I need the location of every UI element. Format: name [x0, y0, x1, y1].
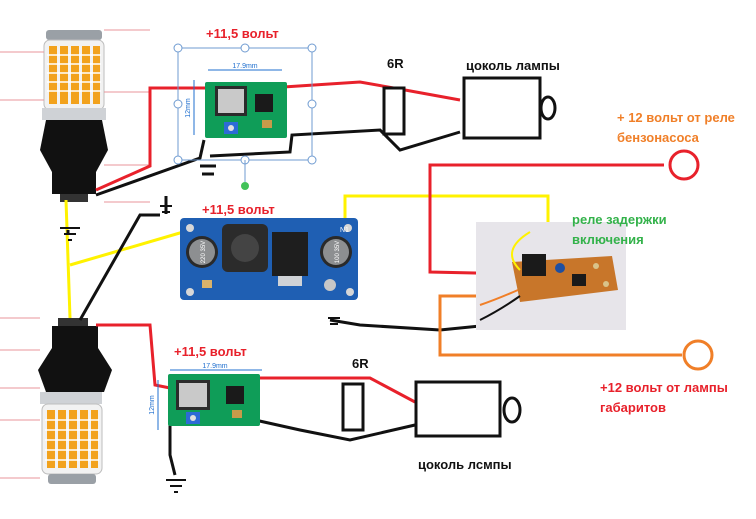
fuel-pump-label-line2: бензонасоса	[617, 130, 699, 145]
voltage-label-bottom: +11,5 вольт	[174, 344, 247, 359]
lamp-socket-bottom	[414, 380, 522, 438]
dimension-bottom-side: 12mm	[149, 395, 156, 415]
voltage-label-middle: +11,5 вольт	[202, 202, 275, 217]
wires-red	[95, 80, 664, 404]
fuel-pump-label-line1: + 12 вольт от реле	[617, 110, 735, 125]
relay-label-line2: включения	[572, 232, 644, 247]
converter-board-bottom: 17.9mm 12mm	[149, 363, 262, 430]
resistor-top	[382, 86, 406, 136]
terminal-fuel-pump	[668, 149, 700, 181]
ground-symbols	[60, 205, 340, 493]
resistor-bottom	[341, 382, 365, 432]
wires-yellow	[64, 194, 550, 319]
led-bulb-top	[0, 29, 150, 203]
resistor-label-top: 6R	[387, 56, 404, 71]
dimension-bottom: 17.9mm	[202, 363, 227, 370]
terminal-parking-light	[682, 339, 714, 371]
parking-light-label-line1: +12 вольт от лампы	[600, 380, 728, 395]
chip-label: N1	[340, 227, 349, 234]
capacitor-label-1: 220 35V	[201, 241, 207, 263]
parking-light-label-line2: габаритов	[600, 400, 666, 415]
capacitor-label-2: 100 35V	[335, 241, 341, 263]
delay-relay-photo	[476, 222, 626, 330]
resistor-label-bottom: 6R	[352, 356, 369, 371]
lamp-socket-label-top: цоколь лампы	[466, 58, 560, 73]
converter-board-top: 17.9mm 12mm	[173, 43, 317, 190]
dimension-top: 17.9mm	[232, 63, 257, 70]
dimension-top-side: 12mm	[185, 98, 192, 118]
lamp-socket-top	[462, 76, 557, 140]
led-bulb-bottom	[0, 317, 112, 484]
lamp-socket-label-bottom: цоколь лсмпы	[418, 457, 512, 472]
converter-board-middle: 220 35V 100 35V N1	[180, 218, 358, 300]
relay-label-line1: реле задержки	[572, 212, 667, 227]
voltage-label-top: +11,5 вольт	[206, 26, 279, 41]
